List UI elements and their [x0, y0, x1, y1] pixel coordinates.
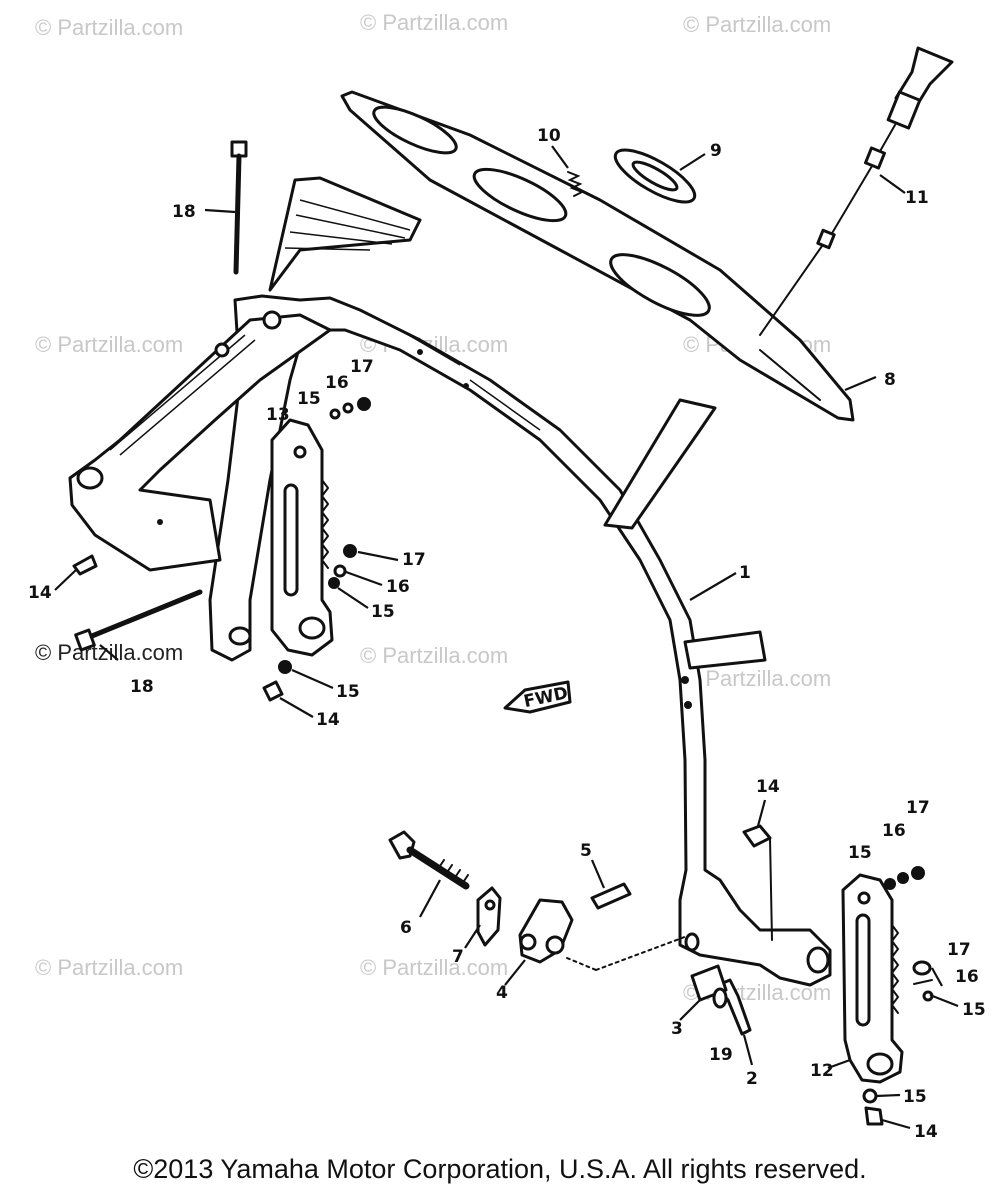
- callout-10: 10: [537, 126, 561, 146]
- callout-6: 6: [400, 918, 412, 938]
- callout-4: 4: [496, 983, 508, 1003]
- watermark-10: © Partzilla.com: [35, 955, 183, 980]
- callout-15-bottom: 15: [903, 1087, 927, 1107]
- callout-8: 8: [884, 370, 896, 390]
- callout-13: 13: [266, 405, 290, 425]
- callout-16-right-lower: 16: [955, 967, 979, 987]
- choke-cable-11: [759, 46, 954, 336]
- callout-14-left: 14: [28, 583, 52, 603]
- callout-17-right-lower: 17: [947, 940, 971, 960]
- callout-14-bottom: 14: [914, 1122, 938, 1142]
- leader-lines: [54, 145, 959, 1130]
- callout-2: 2: [746, 1069, 758, 1089]
- footrest-plate-12: [841, 873, 904, 1084]
- meter-bracket-panel: [340, 90, 855, 422]
- spring-10: [567, 171, 585, 197]
- callout-5: 5: [580, 841, 592, 861]
- frame-left-bracket: [68, 310, 332, 572]
- watermark-9: © Partzilla.com: [683, 666, 831, 691]
- rear-stay: [268, 176, 422, 292]
- callout-15-right-upper: 15: [848, 843, 872, 863]
- callout-14-left-lower: 14: [316, 710, 340, 730]
- callout-11: 11: [905, 188, 929, 208]
- lever-assembly: [388, 830, 691, 971]
- callout-3: 3: [671, 1019, 683, 1039]
- watermark-3: © Partzilla.com: [683, 12, 831, 37]
- watermark-11: © Partzilla.com: [360, 955, 508, 980]
- callout-labels: 10 9 11 8 18 1 13 15 16 17 17 16 15 14 1…: [28, 126, 986, 1142]
- callout-9: 9: [710, 141, 722, 161]
- watermark-1: © Partzilla.com: [35, 15, 183, 40]
- callout-12: 12: [810, 1061, 834, 1081]
- bolt-18-upper: [230, 140, 248, 275]
- watermark-2: © Partzilla.com: [360, 10, 508, 35]
- callout-17-left-upper: 17: [350, 357, 374, 377]
- fwd-label: FWD: [522, 683, 570, 712]
- footrest-plate-13: [270, 418, 334, 657]
- callout-18-lower: 18: [130, 677, 154, 697]
- callout-15-left-mid: 15: [371, 602, 395, 622]
- fwd-arrow: FWD: [503, 680, 572, 714]
- callout-15-right-lower: 15: [962, 1000, 986, 1020]
- callout-16-right-upper: 16: [882, 821, 906, 841]
- watermark-8: © Partzilla.com: [360, 643, 508, 668]
- callout-17-right-upper: 17: [906, 798, 930, 818]
- fasteners: [72, 397, 934, 1126]
- callout-1: 1: [739, 563, 751, 583]
- callout-15-left-upper: 15: [297, 389, 321, 409]
- callout-19: 19: [709, 1045, 733, 1065]
- callout-18-upper: 18: [172, 202, 196, 222]
- watermark-4: © Partzilla.com: [35, 332, 183, 357]
- callout-7: 7: [452, 947, 464, 967]
- copyright-notice: ©2013 Yamaha Motor Corporation, U.S.A. A…: [133, 1154, 867, 1184]
- callout-14-right: 14: [756, 777, 780, 797]
- callout-17-left-mid: 17: [402, 550, 426, 570]
- callout-15-left-lower: 15: [336, 682, 360, 702]
- callout-16-left-upper: 16: [325, 373, 349, 393]
- callout-16-left-mid: 16: [386, 577, 410, 597]
